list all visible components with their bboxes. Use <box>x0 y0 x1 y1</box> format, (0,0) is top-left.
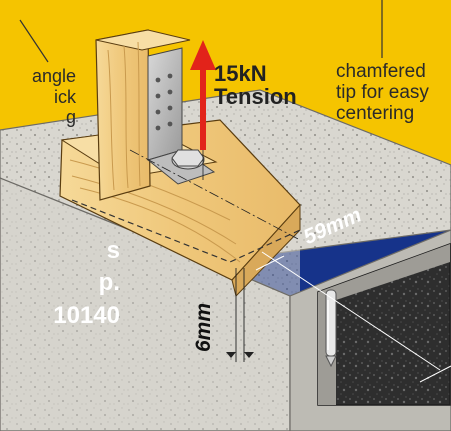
tip-callout-line-3: centering <box>336 102 415 124</box>
depth-dimension-line <box>261 251 441 371</box>
cutaway-edge <box>318 244 450 405</box>
hidden-outline <box>71 199 301 263</box>
panel-line-3: 10140 <box>53 301 120 329</box>
gap-arrow-left <box>226 352 236 358</box>
post-grain-3 <box>137 41 141 187</box>
tension-type: Tension <box>214 84 297 110</box>
panel-text: s p. 10140 <box>0 235 120 332</box>
post-top <box>95 29 191 51</box>
gap-dimension-label: 6mm <box>192 302 215 352</box>
sill-grain-3 <box>79 187 241 263</box>
gap-arrow-right <box>244 352 254 358</box>
post-grain-2 <box>123 45 129 189</box>
panel-line-1: s <box>106 237 120 264</box>
sill-end-face <box>231 203 301 297</box>
timber-post <box>95 29 151 201</box>
axis-line <box>129 149 301 241</box>
angle-bracket-vertical <box>147 47 183 161</box>
tension-arrow-shaft <box>200 68 206 150</box>
anchor-chamfered-tip <box>325 355 337 368</box>
tension-value: 15kN <box>214 61 267 86</box>
tip-callout: chamfered tip for easy centering <box>336 61 451 125</box>
bracket-nail-holes <box>155 73 173 131</box>
bracket-callout-line-1: angle <box>31 66 76 86</box>
sill-grain-2 <box>71 175 237 245</box>
bracket-callout-line-3: g <box>65 107 76 128</box>
bolt-head <box>171 149 205 167</box>
tip-callout-line-1: chamfered <box>336 61 426 82</box>
depth-extension-b <box>419 365 451 383</box>
post-grain-1 <box>107 49 115 191</box>
bracket-callout-line-2: ick <box>54 86 76 107</box>
bracket-callout: angle ick g <box>0 66 76 128</box>
tension-label: 15kN Tension <box>214 62 297 108</box>
leader-line-left <box>19 19 49 63</box>
tension-arrow-head <box>190 40 216 70</box>
panel-line-2: p. <box>98 269 120 297</box>
tip-callout-line-2: tip for easy <box>336 81 429 103</box>
depth-extension-a <box>255 255 285 271</box>
